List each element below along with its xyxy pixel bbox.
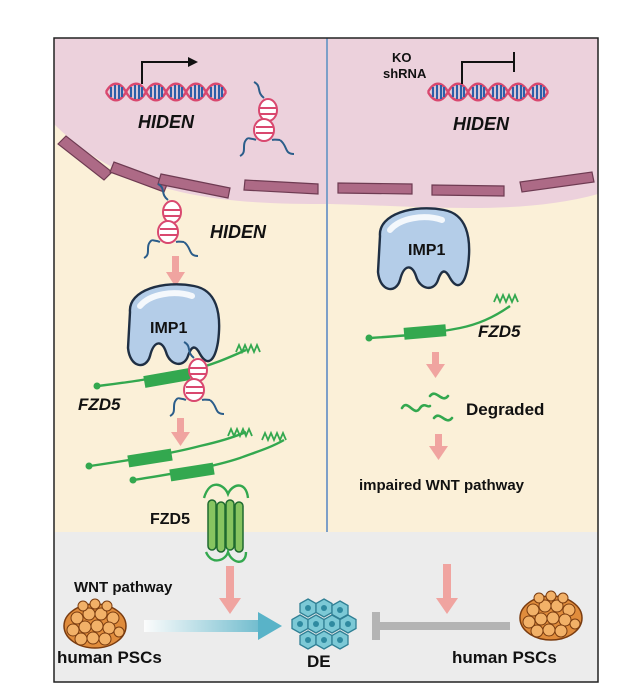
gene-label: HIDEN (138, 112, 195, 132)
inhibition-bar-icon (372, 612, 510, 640)
protein-label: IMP1 (150, 320, 188, 337)
frame (53, 37, 599, 683)
pathway-label: WNT pathway (74, 579, 173, 596)
knockdown-label: KO (392, 50, 412, 65)
frizzled-receptor-icon (202, 483, 250, 563)
target-label: DE (307, 652, 331, 671)
receptor-label: FZD5 (150, 511, 190, 528)
mrna-label: FZD5 (478, 322, 521, 341)
arrow-icon (219, 566, 241, 614)
arrow-icon (426, 352, 445, 378)
mrna-icon (129, 432, 287, 484)
arrow-icon (436, 564, 458, 614)
transcription-block-icon (461, 52, 515, 84)
arrow-icon (171, 418, 190, 446)
degraded-label: Degraded (466, 400, 545, 419)
transcription-arrow-icon (141, 57, 198, 84)
de-cells-icon (291, 598, 357, 650)
mrna-label: FZD5 (78, 395, 121, 414)
knockdown-method-label: shRNA (383, 66, 427, 81)
source-label: human PSCs (452, 648, 557, 667)
degraded-rna-icon (400, 392, 454, 422)
gene-label: HIDEN (453, 114, 510, 134)
cytoplasm-rna-label: HIDEN (210, 222, 267, 242)
arrow-icon (429, 434, 448, 460)
arrow-icon (166, 256, 185, 287)
mrna-icon (365, 294, 519, 342)
mrna-icon (85, 428, 253, 470)
source-label: human PSCs (57, 648, 162, 667)
impaired-pathway-label: impaired WNT pathway (359, 477, 525, 494)
protein-label: IMP1 (408, 242, 446, 259)
differentiation-arrow-icon (144, 612, 282, 640)
nuclear-envelope (57, 135, 595, 199)
